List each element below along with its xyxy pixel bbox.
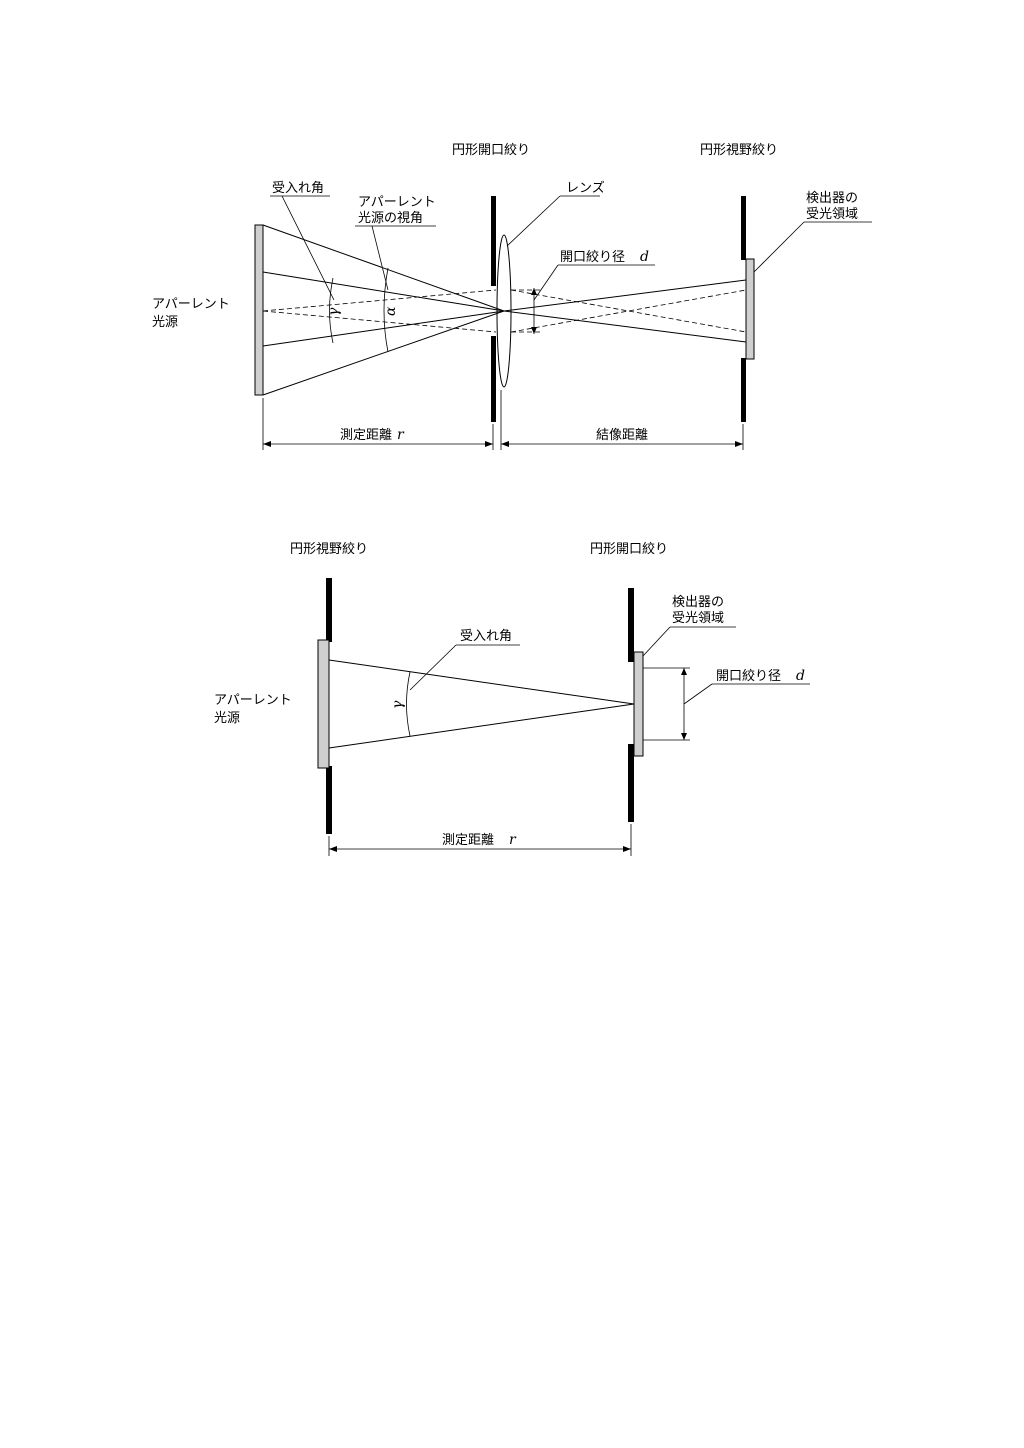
gamma-arc	[329, 277, 334, 344]
field-stop-lower-wall	[741, 358, 746, 422]
lens-leader	[506, 195, 561, 247]
measure-distance-symbol: r	[397, 427, 405, 443]
measure-distance-symbol-2: r	[509, 832, 517, 848]
detector-label-line2: 受光領域	[806, 206, 858, 222]
aperture-diameter-symbol: d	[640, 249, 649, 265]
aperture-stop-upper-wall-2	[628, 588, 634, 662]
aperture-diameter-label: 開口絞り径	[560, 250, 625, 265]
detector-area	[745, 258, 755, 360]
dashed-ray-1	[262, 289, 497, 312]
apparent-source-plate	[254, 224, 264, 396]
ray-top-2	[328, 659, 635, 705]
alpha-symbol: α	[383, 306, 399, 316]
source-label-line2: 光源	[152, 315, 178, 330]
gamma-arc-2	[406, 671, 411, 737]
measure-distance-label: 測定距離	[340, 428, 392, 443]
aperture-stop-lower-wall-2	[628, 744, 634, 822]
gamma-symbol-2: γ	[390, 700, 406, 709]
ray-accept-bottom	[262, 310, 505, 347]
detector-label-line2-2: 受光領域	[672, 610, 724, 626]
apparent-source-plate-2	[317, 639, 330, 769]
image-ray-bottom	[503, 310, 747, 343]
aperture-diameter-label-2: 開口絞り径	[716, 669, 781, 684]
detector-leader	[753, 221, 805, 273]
alpha-arc	[383, 267, 389, 353]
field-stop-lower-wall-2	[326, 766, 332, 834]
aperture-stop-title: 円形開口絞り	[452, 143, 530, 158]
view-angle-leader	[371, 225, 389, 291]
diagram-lens-system: 円形開口絞り 円形視野絞り γ α	[152, 143, 872, 450]
acceptance-angle-leader	[281, 195, 335, 301]
ray-outer-top	[262, 224, 505, 312]
aperture-diameter-leader	[533, 264, 559, 301]
aperture-stop-lower-wall	[491, 336, 496, 422]
source-label-line1: アパーレント	[152, 297, 230, 312]
source-label-line1-2: アパーレント	[214, 693, 292, 708]
view-angle-label-line2: 光源の視角	[358, 211, 423, 226]
detector-area-2	[633, 651, 644, 757]
ray-bottom-2	[328, 703, 635, 749]
view-angle-label-line1: アパーレント	[358, 195, 436, 210]
detector-label-line1-2: 検出器の	[672, 595, 724, 610]
source-label-line2-2: 光源	[214, 711, 240, 726]
acceptance-angle-label: 受入れ角	[272, 181, 324, 196]
aperture-stop-upper-wall	[491, 196, 496, 286]
lens-label: レンズ	[566, 180, 605, 196]
acceptance-angle-leader-2	[409, 644, 457, 691]
aperture-diameter-symbol-2: d	[796, 668, 805, 684]
diagram-lensless-system: 円形視野絞り 円形開口絞り γ 受入れ角 検出器の 受光領域 開口絞り径	[214, 542, 810, 856]
ray-outer-bottom	[262, 310, 505, 396]
field-stop-title-2: 円形視野絞り	[290, 542, 368, 557]
image-distance-label: 結像距離	[596, 428, 648, 443]
field-stop-upper-wall-2	[326, 578, 332, 642]
image-ray-top	[503, 279, 747, 312]
aperture-stop-title-2: 円形開口絞り	[590, 542, 668, 557]
aperture-diameter-leader-2	[683, 683, 713, 705]
gamma-symbol: γ	[326, 307, 342, 316]
ray-accept-top	[262, 271, 505, 312]
dashed-ray-2	[262, 310, 497, 333]
detector-leader-2	[642, 626, 671, 657]
measure-distance-label-2: 測定距離	[442, 833, 494, 848]
field-stop-upper-wall	[741, 196, 746, 260]
field-stop-title: 円形視野絞り	[700, 143, 778, 158]
acceptance-angle-label-2: 受入れ角	[460, 629, 512, 644]
detector-label-line1: 検出器の	[806, 191, 858, 206]
